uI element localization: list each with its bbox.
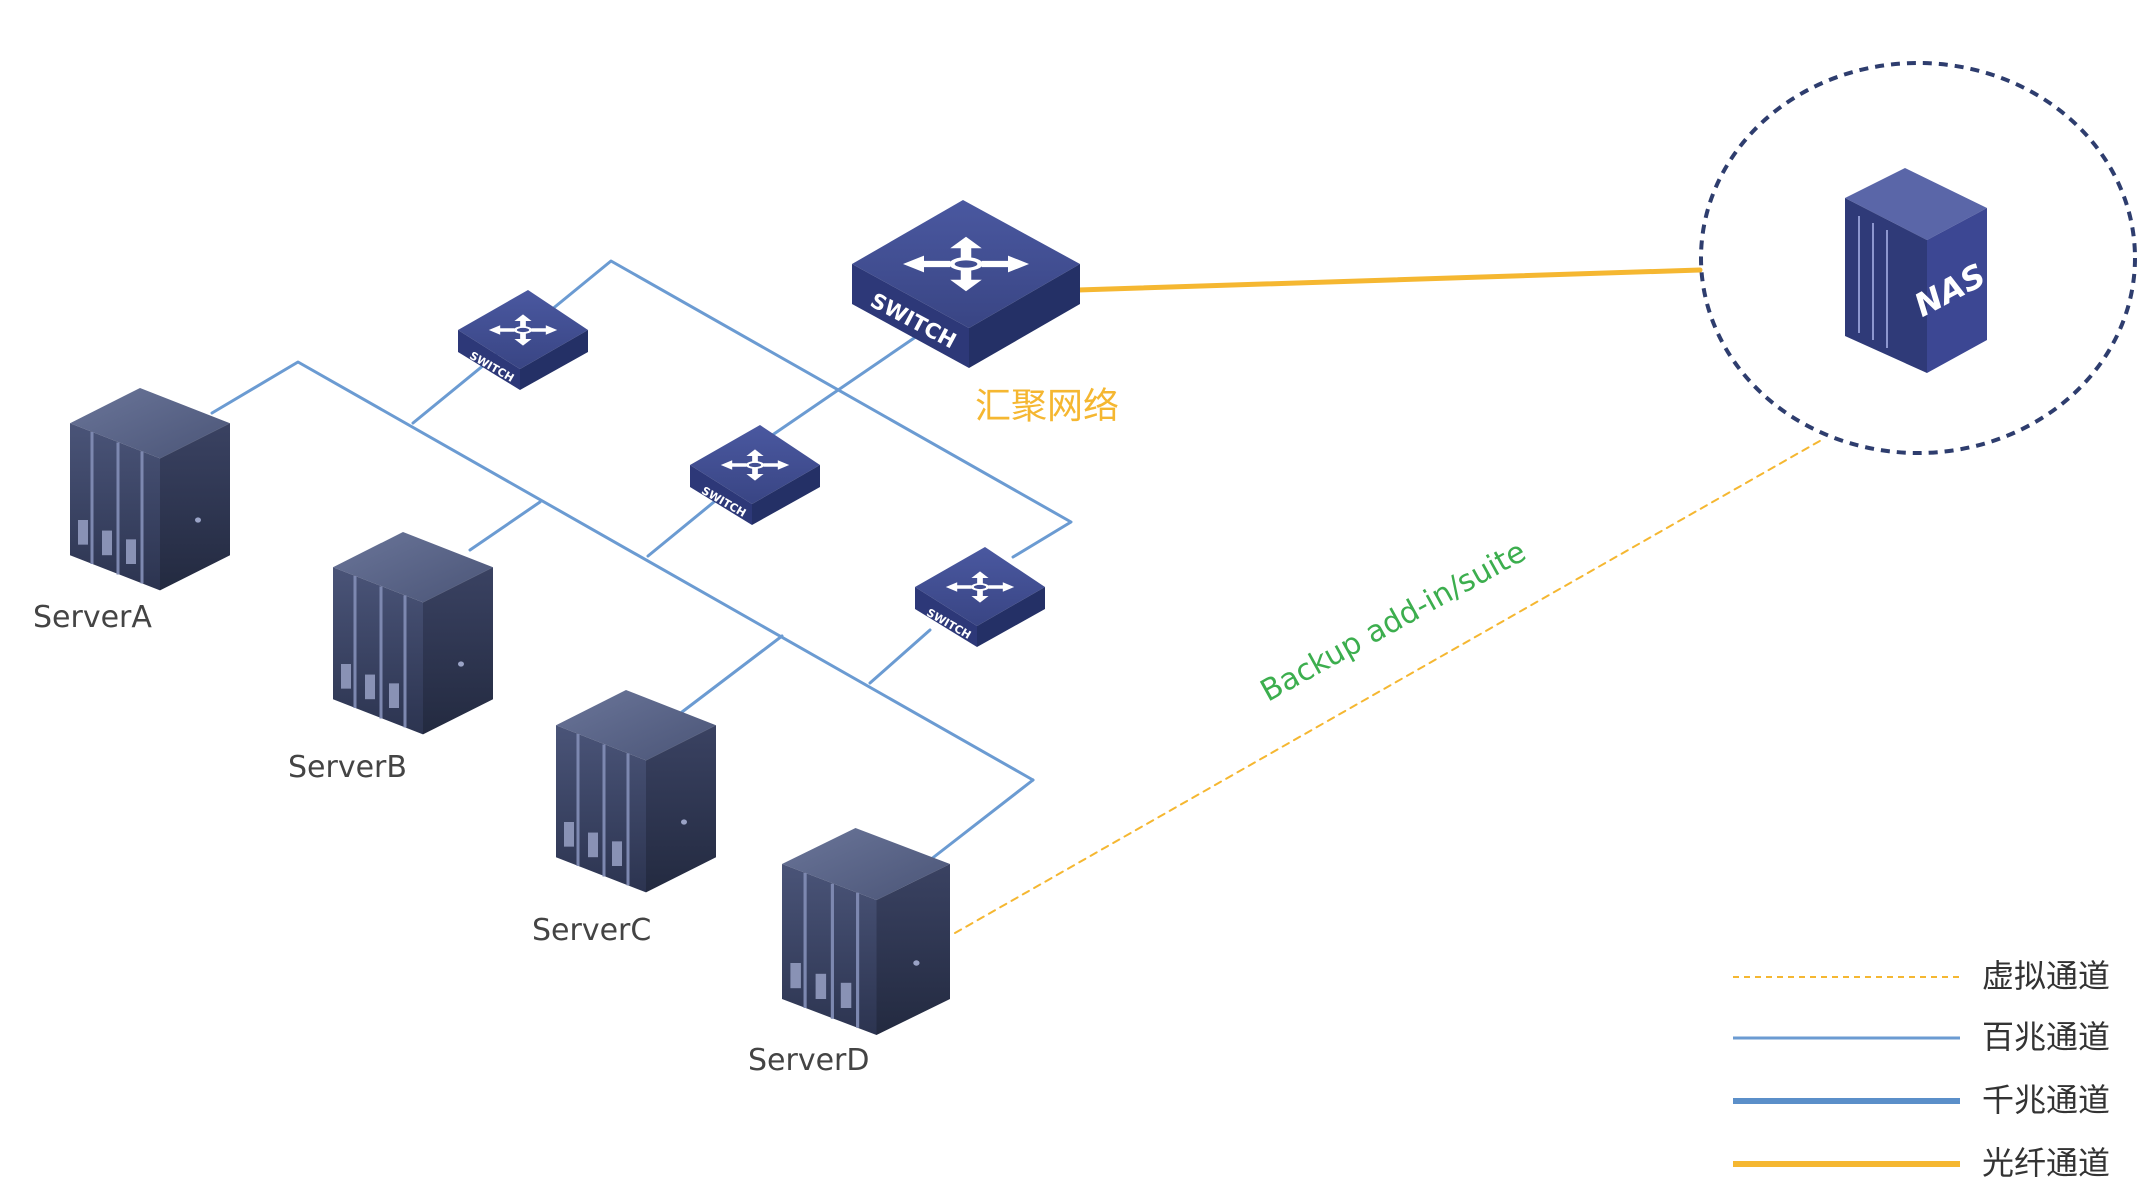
legend-item-fiber: 光纤通道 [1733,1144,2110,1182]
link-serverB-bus [468,500,542,552]
legend-item-100m: 百兆通道 [1733,1018,2110,1056]
link-fiber-core-nas [1075,267,1703,293]
backup-link-label: Backup add-in/suite [1255,534,1532,709]
server-b-label: ServerB [288,750,407,785]
legend-item-virtual: 虚拟通道 [1733,957,2110,995]
link-sw2-bus [646,495,722,558]
link-sw3-bus [868,628,932,685]
link-serverD-bus [928,778,1035,862]
server-a-label: ServerA [33,600,152,635]
legend-item-1000m: 千兆通道 [1733,1081,2110,1119]
server-c-label: ServerC [532,913,651,948]
server-b[interactable] [331,530,495,736]
server-c[interactable] [554,688,718,894]
link-virtual-serverD-nas [954,437,1826,934]
server-d-label: ServerD [748,1043,869,1078]
link-serverA-bus [210,360,1035,782]
legend-label-1000m: 千兆通道 [1982,1081,2110,1119]
server-a[interactable] [68,386,232,592]
legend-label-virtual: 虚拟通道 [1982,957,2110,995]
core-switch-caption: 汇聚网络 [975,386,1119,427]
legend: 虚拟通道 百兆通道 千兆通道 光纤通道 [1733,957,2110,1182]
nas-boundary-circle [1699,61,2137,455]
link-serverC-bus [680,634,784,714]
nas-device-icon: NAS [1845,168,1992,373]
server-d[interactable] [780,826,952,1037]
link-sw2-core [766,332,922,440]
core-switch[interactable]: SWITCH [852,200,1080,368]
access-switch-2[interactable]: SWITCH [690,425,820,525]
legend-label-fiber: 光纤通道 [1982,1144,2110,1182]
access-switch-1[interactable]: SWITCH [458,290,588,390]
nas-group[interactable]: NAS [1699,61,2137,455]
legend-label-100m: 百兆通道 [1982,1018,2110,1056]
access-switch-3[interactable]: SWITCH [915,547,1045,647]
